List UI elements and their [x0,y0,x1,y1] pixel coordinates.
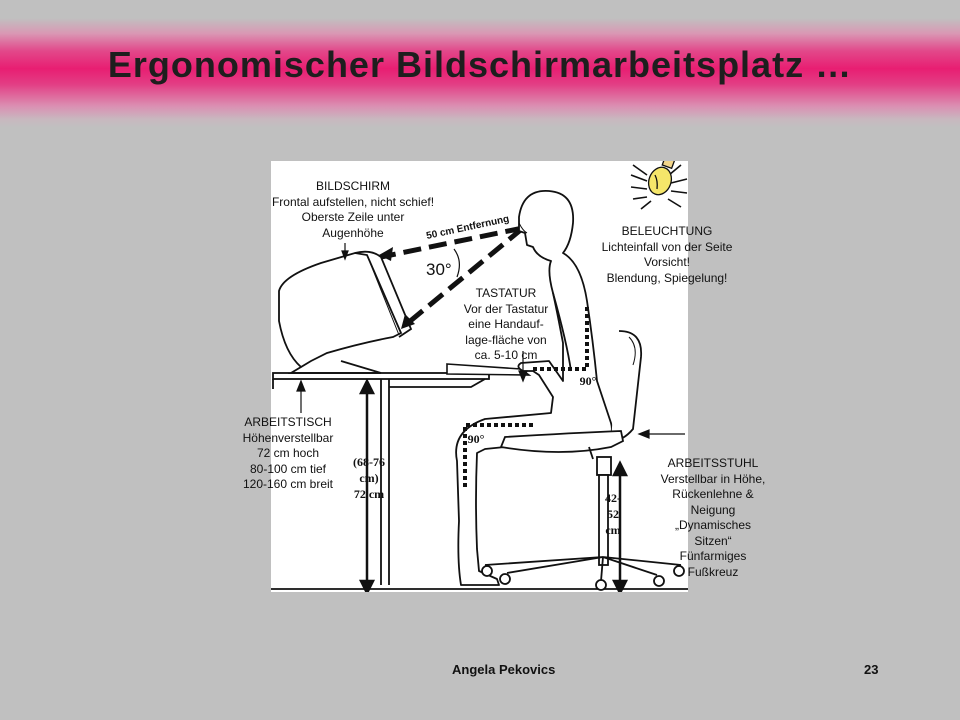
arbeitsstuhl-line: Sitzen“ [694,533,732,548]
angle-guides [463,307,589,487]
arbeitstisch-label: ARBEITSTISCH Höhenverstellbar 72 cm hoch… [231,415,345,493]
beleuchtung-heading: BELEUCHTUNG [621,224,713,238]
arbeitstisch-line: Höhenverstellbar [242,430,334,445]
bildschirm-line: Frontal aufstellen, nicht schief! [271,194,435,209]
arbeitsstuhl-line: „Dynamisches [674,518,752,532]
beleuchtung-label: BELEUCHTUNG Lichteinfall von der Seite V… [582,224,752,286]
sight-arrow-top [379,247,393,261]
tastatur-line: ca. 5-10 cm [474,348,538,362]
arbeitsstuhl-line: Verstellbar in Höhe, [660,471,766,486]
arbeitsstuhl-line: Rückenlehne & [672,487,754,501]
table-height-line: cm) [359,471,379,485]
beleuchtung-line: Lichteinfall von der Seite [601,239,733,254]
table-height-label: (68-76 cm) 72 cm [348,454,390,502]
arm-angle-label: 90° [579,374,597,388]
seated-person [455,190,613,586]
tastatur-heading: TASTATUR [475,286,537,300]
arbeitsstuhl-line: Neigung [690,502,736,517]
tastatur-line: Vor der Tastatur [463,301,549,316]
keyboard [446,363,532,376]
angle-arc [453,248,460,278]
sight-arrow-bottom [401,314,415,329]
tastatur-line: eine Handauf- [468,317,544,331]
tastatur-line: lage-fläche von [465,332,547,347]
workplace-illustration: 50 cm Entfernung 30° [271,161,688,592]
bildschirm-line: Augenhöhe [322,225,384,240]
arbeitstisch-line: 72 cm hoch [256,446,320,460]
table-height-line: 72 cm [353,487,385,501]
arbeitsstuhl-label: ARBEITSSTUHL Verstellbar in Höhe, Rücken… [638,456,788,580]
arbeitsstuhl-line: Fußkreuz [687,564,739,579]
beleuchtung-line: Vorsicht! [643,255,691,269]
footer-author: Angela Pekovics [452,662,556,677]
pointer-arrows [296,243,685,439]
sight-lines [380,225,525,329]
seat-height-line: 52 [607,507,619,521]
arbeitsstuhl-line: Fünfarmiges [679,549,747,563]
table-height-arrow [358,378,376,592]
seat-height-line: cm [605,523,621,537]
seat-height-arrow [611,460,629,592]
seat-height-label: 42- 52 cm [600,490,626,538]
tastatur-label: TASTATUR Vor der Tastatur eine Handauf- … [446,286,566,364]
beleuchtung-line: Blendung, Spiegelung! [606,270,728,285]
office-chair [481,330,685,591]
bildschirm-heading: BILDSCHIRM [315,179,390,193]
title-band [0,18,960,128]
monitor [278,250,413,374]
view-angle-label: 30° [426,260,452,279]
arbeitstisch-line: 80-100 cm tief [249,461,327,476]
arbeitstisch-heading: ARBEITSTISCH [244,415,332,429]
ergonomics-diagram: 50 cm Entfernung 30° [271,161,688,592]
knee-angle-label: 90° [467,432,485,446]
bildschirm-label: BILDSCHIRM Frontal aufstellen, nicht sch… [253,179,453,241]
arbeitstisch-line: 120-160 cm breit [242,477,334,491]
table-height-line: (68-76 [353,455,385,469]
slide-title: Ergonomischer Bildschirmarbeitsplatz … [107,44,853,85]
seat-height-line: 42- [605,491,621,505]
footer-page-number: 23 [864,662,879,677]
bildschirm-line: Oberste Zeile unter [301,210,405,224]
lightbulb-icon [630,161,688,210]
arbeitsstuhl-heading: ARBEITSSTUHL [667,456,759,470]
